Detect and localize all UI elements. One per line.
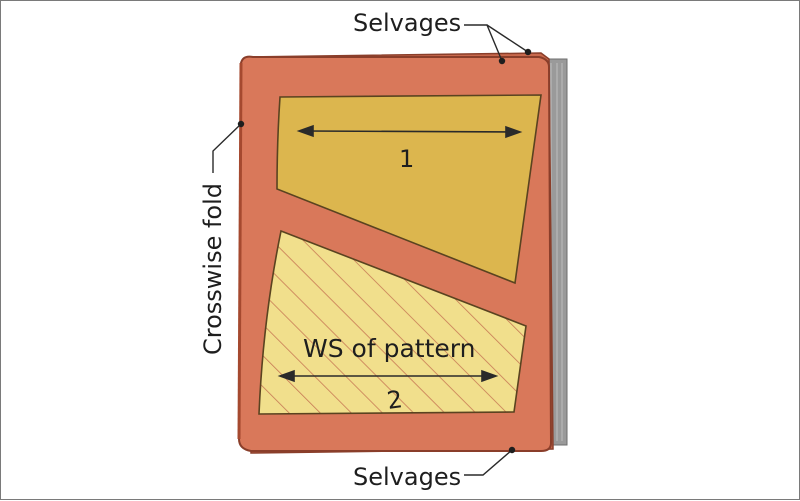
leader-dot [524,48,532,56]
grainline-arrow-1 [296,124,523,139]
leader-dot [508,446,516,454]
selvages-bottom-label: Selvages [353,463,462,491]
leader-dot [498,57,506,65]
crosswise-fold-label: Crosswise fold [199,182,227,356]
grainline-arrow-2 [277,369,499,383]
ws-of-pattern-label: WS of pattern [303,334,476,363]
selvages-top-label: Selvages [353,9,462,37]
leader-crosswise-fold [212,123,242,173]
leader-dot [237,120,245,128]
pattern-piece-2 [258,229,527,415]
leader-selvages-bottom [464,449,513,476]
pattern-piece-1 [276,94,542,285]
fold-edge [237,62,243,440]
leader-selvages-top [464,24,529,62]
piece-1-number: 1 [399,145,415,173]
